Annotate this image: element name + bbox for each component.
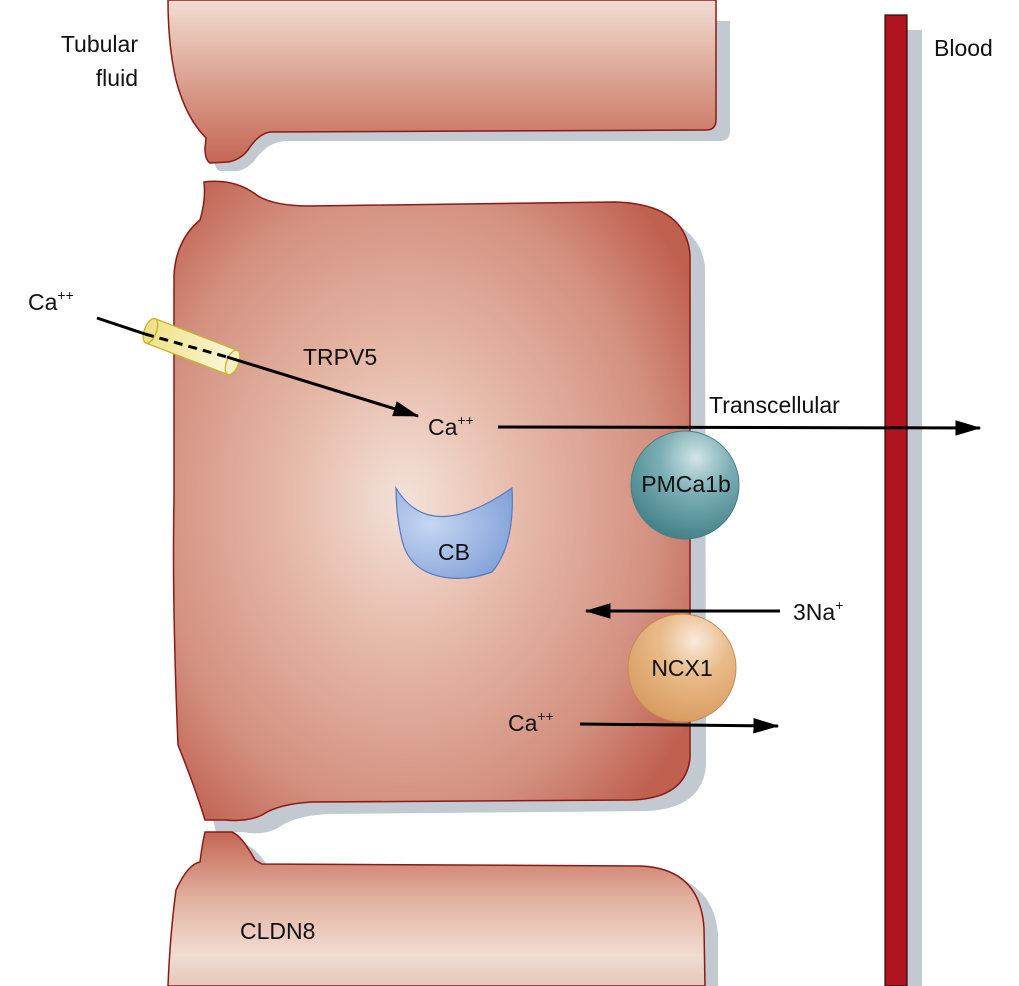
- tubular-fluid-label: Tubular: [61, 31, 138, 57]
- cb-label: CB: [438, 539, 470, 565]
- pmca1b-pump: [630, 430, 740, 540]
- cldn8-label: CLDN8: [240, 918, 315, 944]
- calcium-inside-label: Ca++: [428, 412, 474, 440]
- calcium-outside-label: Ca++: [28, 287, 74, 315]
- trpv5-arrow-inside: [226, 355, 420, 418]
- ncx-calcium-arrow: [579, 717, 780, 734]
- trpv5-arrow-outside: [96, 316, 146, 336]
- transcellular-label: Transcellular: [709, 392, 840, 418]
- top-cell: [167, 0, 730, 171]
- ncx1-label: NCX1: [651, 655, 712, 681]
- trpv5-label: TRPV5: [303, 344, 377, 370]
- blood-label: Blood: [934, 35, 993, 61]
- calbindin-cb: [395, 485, 513, 579]
- ncx1-exchanger: [627, 613, 737, 723]
- blood-vessel: [884, 14, 908, 986]
- bottom-cell: [167, 831, 718, 986]
- transcellular-arrow: [497, 420, 982, 436]
- blood-vessel-shadow: [906, 30, 922, 986]
- calcium-ncx-label: Ca++: [508, 708, 554, 736]
- pmca1b-label: PMCa1b: [641, 471, 730, 497]
- sodium-label: 3Na+: [793, 597, 843, 625]
- tubular-fluid-label-2: fluid: [96, 65, 138, 91]
- main-cell: [172, 180, 691, 822]
